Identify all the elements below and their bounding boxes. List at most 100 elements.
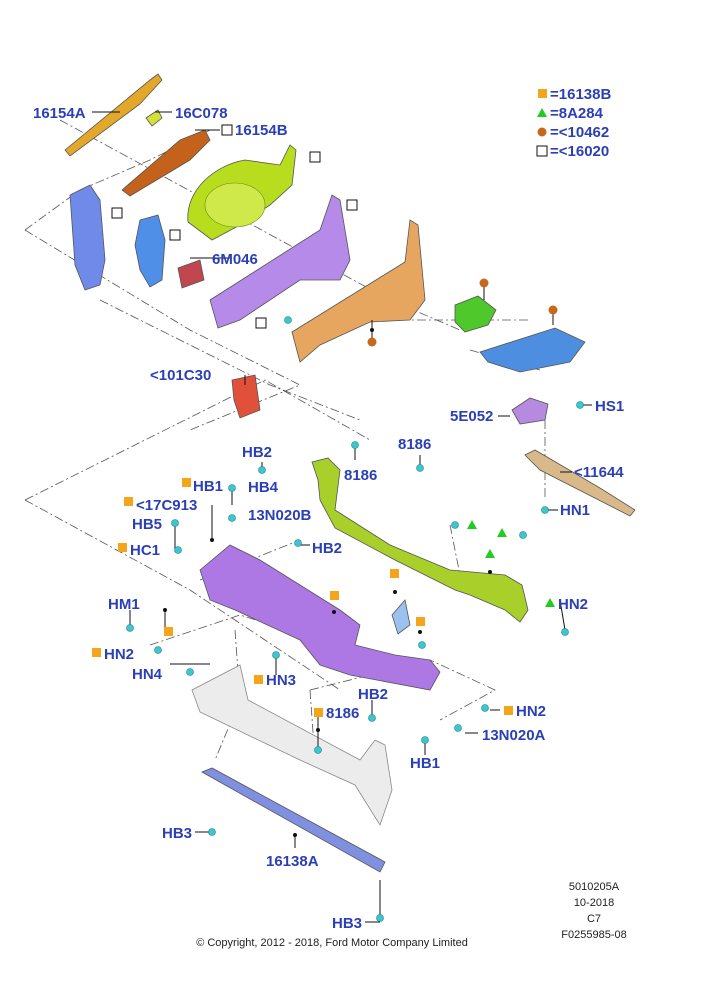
wheelhouse-opening: [204, 182, 266, 228]
part-11644: [524, 449, 636, 517]
legend-entry-16138B: =16138B: [550, 86, 611, 103]
part-bumper-beam: [191, 664, 393, 826]
square-orange-marker: [330, 591, 339, 600]
label-101C30: <101C30: [150, 367, 211, 384]
lead-dot: [163, 608, 167, 612]
footer-rev: C7: [587, 913, 601, 925]
legend-triangle-green-icon: [537, 108, 547, 117]
square-outline-marker: [221, 124, 233, 136]
fastener: [228, 484, 236, 492]
lead-dot: [316, 728, 320, 732]
label-HN2-left: HN2: [104, 646, 134, 663]
fastener: [451, 521, 459, 529]
part-16154B: [121, 129, 211, 197]
label-HB3-b: HB3: [332, 915, 362, 932]
part-pillar-blue-1: [69, 184, 106, 291]
part-crossmember-green: [311, 457, 529, 623]
lead-dot: [293, 833, 297, 837]
square-outline-marker: [169, 229, 181, 241]
part-bracket-blue-small: [391, 599, 411, 635]
fastener: [171, 519, 179, 527]
part-bracket-green: [454, 295, 497, 333]
fastener: [541, 506, 549, 514]
fastener: [284, 316, 292, 324]
circle-brown-marker: [548, 305, 558, 315]
square-outline-marker: [111, 207, 123, 219]
fastener: [454, 724, 462, 732]
label-HB3-a: HB3: [162, 825, 192, 842]
markers-square-orange: [92, 478, 513, 717]
label-HB2-low: HB2: [358, 686, 388, 703]
label-HB2-mid: HB2: [312, 540, 342, 557]
part-16154A: [64, 73, 163, 157]
fastener: [126, 624, 134, 632]
square-orange-marker: [390, 569, 399, 578]
part-16138A: [201, 767, 386, 873]
label-HN2-low: HN2: [516, 703, 546, 720]
part-5E052: [511, 397, 549, 425]
lead-dot: [370, 328, 374, 332]
fastener: [174, 546, 182, 554]
label-11644: <11644: [574, 464, 624, 481]
footer: 5010205A 10-2018 C7 F0255985-08 © Copyri…: [196, 881, 627, 949]
part-pillar-blue-2: [134, 214, 166, 288]
markers-circle-brown: [367, 278, 558, 347]
part-6M046: [177, 259, 205, 289]
footer-ref-code: 5010205A: [569, 881, 620, 893]
triangle-green-marker: [485, 549, 495, 558]
markers-square-outline: [111, 124, 358, 329]
fastener: [208, 828, 216, 836]
part-fender-orange: [291, 219, 426, 363]
square-outline-marker: [255, 317, 267, 329]
label-HB1-left: HB1: [193, 478, 223, 495]
fastener: [294, 539, 302, 547]
legend-square-orange-icon: [538, 89, 547, 98]
construction-lines: [24, 119, 546, 761]
legend-entry-8A284: =8A284: [550, 105, 604, 122]
label-8186-b: 8186: [398, 436, 431, 453]
square-orange-marker: [254, 675, 263, 684]
lead-dot: [418, 630, 422, 634]
fastener: [258, 466, 266, 474]
square-orange-marker: [504, 706, 513, 715]
part-101C30: [231, 374, 261, 419]
footer-date: 10-2018: [574, 897, 614, 909]
label-HB2-top: HB2: [242, 444, 272, 461]
label-8186-a: 8186: [344, 467, 377, 484]
fastener: [272, 651, 280, 659]
fastener: [519, 531, 527, 539]
legend-circle-brown-icon: [537, 127, 547, 137]
label-HB4: HB4: [248, 479, 279, 496]
fastener: [351, 441, 359, 449]
fastener: [416, 464, 424, 472]
fasteners: [126, 316, 584, 922]
fastener: [376, 914, 384, 922]
part-radiator-support-purple: [199, 544, 441, 691]
label-5E052: 5E052: [450, 408, 493, 425]
footer-copyright: © Copyright, 2012 - 2018, Ford Motor Com…: [196, 937, 468, 949]
legend-square-outline-icon: [536, 145, 548, 157]
square-outline-marker: [309, 151, 321, 163]
square-outline-marker: [346, 199, 358, 211]
circle-brown-marker: [479, 278, 489, 288]
label-HB1-low: HB1: [410, 755, 440, 772]
label-16154B: 16154B: [235, 122, 288, 139]
lead-dot: [488, 570, 492, 574]
part-apron-purple: [209, 194, 351, 329]
square-orange-marker: [92, 648, 101, 657]
label-16138A: 16138A: [266, 853, 319, 870]
label-HC1: HC1: [130, 542, 160, 559]
triangle-green-marker: [545, 598, 555, 607]
label-6M046: 6M046: [212, 251, 258, 268]
square-orange-marker: [124, 497, 133, 506]
legend-entry-16020: =<16020: [550, 143, 609, 160]
square-orange-marker: [118, 543, 127, 552]
label-16154A: 16154A: [33, 105, 86, 122]
footer-figure-id: F0255985-08: [561, 929, 626, 941]
square-orange-marker: [182, 478, 191, 487]
square-orange-marker: [314, 708, 323, 717]
label-13N020B: 13N020B: [248, 507, 312, 524]
circle-brown-marker: [367, 337, 377, 347]
label-17C913: <17C913: [136, 497, 197, 514]
